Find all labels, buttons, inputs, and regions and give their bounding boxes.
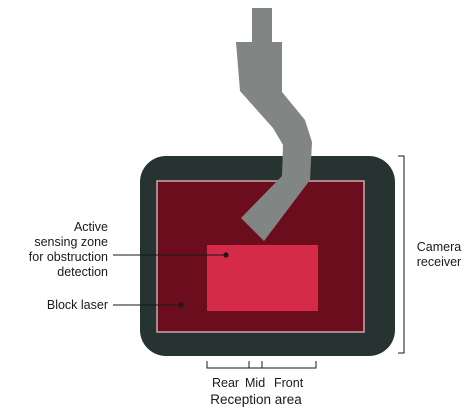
camera-receiver-label-line2: receiver xyxy=(416,255,462,269)
camera-receiver-bracket xyxy=(398,155,405,354)
active-zone-label-line4: detection xyxy=(57,265,108,279)
reception-area-label: Reception area xyxy=(210,392,302,407)
probe-arm xyxy=(236,8,312,241)
active-zone-label-line2: sensing zone xyxy=(34,235,108,249)
block-laser-label: Block laser xyxy=(46,298,108,312)
block-laser-marker xyxy=(178,302,184,308)
active-zone-label-line3: for obstruction xyxy=(28,250,108,264)
active-zone-label: Active sensing zone for obstruction dete… xyxy=(10,220,108,280)
camera-receiver-label: Camera receiver xyxy=(408,240,470,270)
reception-area-bracket xyxy=(206,361,317,369)
active-zone-marker xyxy=(223,252,229,258)
reception-front-label: Front xyxy=(274,376,304,390)
reception-rear-label: Rear xyxy=(212,376,240,390)
active-zone-label-line1: Active xyxy=(73,220,108,234)
camera-receiver-label-line1: Camera xyxy=(416,240,462,254)
reception-mid-label: Mid xyxy=(245,376,266,390)
